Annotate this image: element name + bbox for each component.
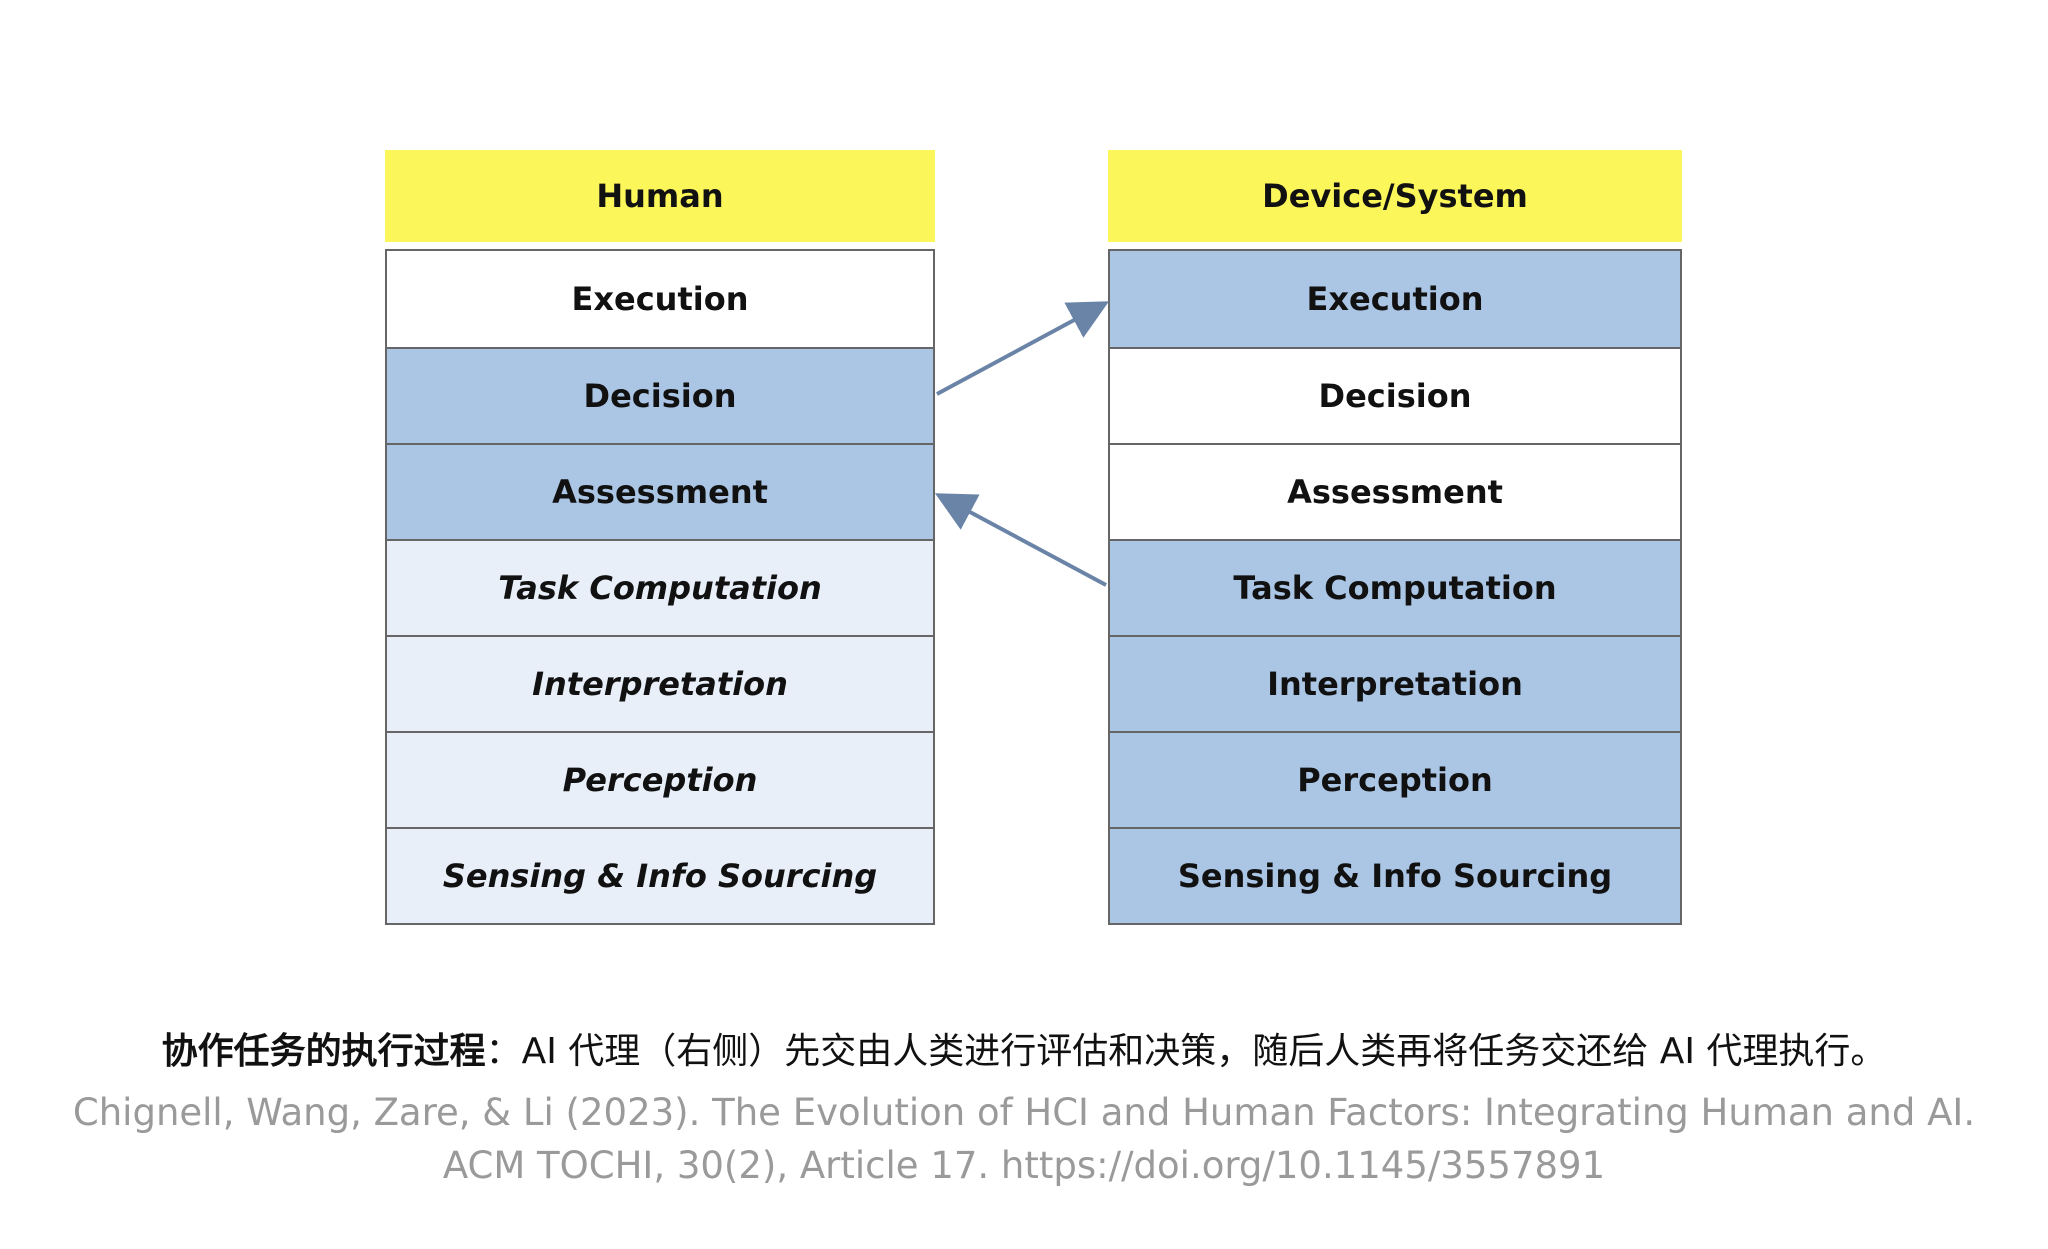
device-layer-execution: Execution [1110, 251, 1680, 347]
device-layer-interpretation: Interpretation [1110, 635, 1680, 731]
human-layer-stack: Execution Decision Assessment Task Compu… [385, 249, 935, 925]
human-layer-execution: Execution [387, 251, 933, 347]
human-layer-perception: Perception [387, 731, 933, 827]
device-column: Device/System Execution Decision Assessm… [1108, 150, 1682, 925]
human-layer-decision: Decision [387, 347, 933, 443]
device-layer-assessment: Assessment [1110, 443, 1680, 539]
arrow-human-decision-to-device-execution [936, 301, 1110, 396]
device-layer-task-computation: Task Computation [1110, 539, 1680, 635]
human-layer-sensing: Sensing & Info Sourcing [387, 827, 933, 923]
device-layer-sensing: Sensing & Info Sourcing [1110, 827, 1680, 923]
arrow-device-task-computation-to-human-assessment [934, 493, 1107, 587]
figure-caption: 协作任务的执行过程：AI 代理（右侧）先交由人类进行评估和决策，随后人类再将任务… [0, 1022, 2048, 1074]
citation: Chignell, Wang, Zare, & Li (2023). The E… [0, 1086, 2048, 1192]
human-header: Human [385, 150, 935, 242]
citation-line-1: Chignell, Wang, Zare, & Li (2023). The E… [72, 1091, 1976, 1134]
human-layer-interpretation: Interpretation [387, 635, 933, 731]
device-layer-perception: Perception [1110, 731, 1680, 827]
human-column: Human Execution Decision Assessment Task… [385, 150, 935, 925]
device-header: Device/System [1108, 150, 1682, 242]
human-layer-assessment: Assessment [387, 443, 933, 539]
human-layer-task-computation: Task Computation [387, 539, 933, 635]
device-layer-decision: Decision [1110, 347, 1680, 443]
caption-title: 协作任务的执行过程 [161, 1031, 486, 1072]
caption-text: ：AI 代理（右侧）先交由人类进行评估和决策，随后人类再将任务交还给 AI 代理… [485, 1031, 1887, 1072]
citation-line-2: ACM TOCHI, 30(2), Article 17. https://do… [442, 1144, 1606, 1187]
device-layer-stack: Execution Decision Assessment Task Compu… [1108, 249, 1682, 925]
